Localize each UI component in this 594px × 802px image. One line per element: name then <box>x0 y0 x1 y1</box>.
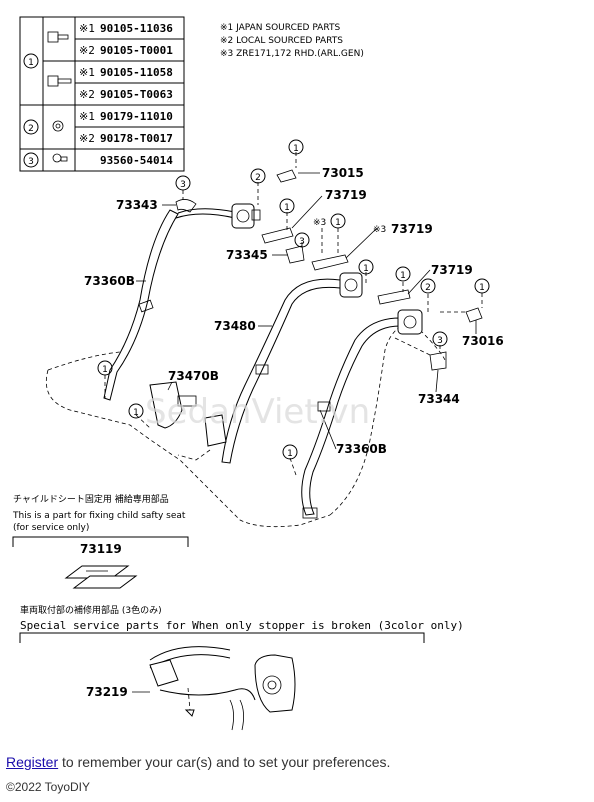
copyright: ©2022 ToyoDIY <box>6 780 91 794</box>
part-number-5: 90179-11010 <box>100 110 173 123</box>
watermark: SedanViet.vn <box>145 392 370 432</box>
stopper-note: 車両取付部の補修用部品 (3色のみ) Special service parts… <box>19 604 464 731</box>
child-seat-anchor-73119 <box>64 565 138 589</box>
callout-note-3: ※3 <box>313 218 326 228</box>
callout-73015: 73015 <box>322 166 364 180</box>
group-marker-1: 1 <box>28 58 34 68</box>
legend-line-1: ※1 JAPAN SOURCED PARTS <box>220 23 340 33</box>
variant-3: ※1 <box>79 66 95 79</box>
callout-73480: 73480 <box>214 319 256 333</box>
group-marker-2: 2 <box>28 124 34 134</box>
callout-73719-b: 73719 <box>391 222 433 236</box>
leader-lines <box>104 152 483 476</box>
part-number-1: 90105-11036 <box>100 22 173 35</box>
footer-message-text: to remember your car(s) and to set your … <box>58 754 391 770</box>
callout-73360b-left: 73360B <box>84 274 135 288</box>
cover-73343 <box>175 199 197 213</box>
part-number-4: 90105-T0063 <box>100 88 173 101</box>
stopper-note-jp: 車両取付部の補修用部品 (3色のみ) <box>20 604 162 616</box>
variant-5: ※1 <box>79 110 95 123</box>
retractor-center <box>339 272 363 298</box>
marker-1-e: 1 <box>400 271 406 281</box>
bolt-long-icon <box>47 75 72 87</box>
legend: ※1 JAPAN SOURCED PARTS ※2 LOCAL SOURCED … <box>220 23 364 59</box>
marker-3-a: 3 <box>180 180 186 190</box>
left-belt-73360b <box>103 208 236 401</box>
callout-73360b-right: 73360B <box>336 442 387 456</box>
callout-73119: 73119 <box>80 542 122 556</box>
buckle-73470b <box>149 381 227 447</box>
stopper-73219 <box>149 646 296 731</box>
variant-4: ※2 <box>79 88 95 101</box>
callout-73345: 73345 <box>226 248 268 262</box>
marker-1-f: 1 <box>479 283 485 293</box>
seat-belt-parts-diagram: 1 2 3 ※1 90105-11036 ※2 90105-T0001 ※1 9… <box>12 16 504 731</box>
marker-2-b: 2 <box>425 283 431 293</box>
part-number-2: 90105-T0001 <box>100 44 173 57</box>
stopper-note-en: Special service parts for When only stop… <box>20 619 464 632</box>
marker-1-g: 1 <box>102 365 108 375</box>
bezel-73719c <box>377 289 411 305</box>
marker-1-a: 1 <box>293 144 299 154</box>
marker-1-b: 1 <box>284 203 290 213</box>
variant-2: ※2 <box>79 44 95 57</box>
variant-1: ※1 <box>79 22 95 35</box>
parts-table: 1 2 3 ※1 90105-11036 ※2 90105-T0001 ※1 9… <box>19 16 185 172</box>
retractor-right <box>397 309 423 335</box>
callout-73719-c: 73719 <box>431 263 473 277</box>
marker-1-d: 1 <box>363 264 369 274</box>
bezel-73719a <box>261 227 294 244</box>
variant-6: ※2 <box>79 132 95 145</box>
washer-icon <box>52 153 68 163</box>
callout-73219: 73219 <box>86 685 128 699</box>
retractor-left <box>231 203 261 229</box>
marker-1-i: 1 <box>287 449 293 459</box>
marker-1-h: 1 <box>133 408 139 418</box>
register-link[interactable]: Register <box>6 754 59 770</box>
group-marker-3: 3 <box>28 157 34 167</box>
legend-line-3: ※3 ZRE171,172 RHD.(ARL.GEN) <box>220 49 364 59</box>
child-seat-note-en-1: This is a part for fixing child safty se… <box>12 511 186 521</box>
callout-markers: 3 2 1 1 3 1 1 1 2 1 3 1 1 1 <box>97 139 490 460</box>
marker-3-c: 3 <box>437 336 443 346</box>
center-belt-73480 <box>221 278 341 464</box>
bracket-73016 <box>465 307 483 323</box>
footer-message: Register to remember your car(s) and to … <box>6 754 586 770</box>
right-belt-73360b <box>301 317 401 519</box>
callout-73344: 73344 <box>418 392 460 406</box>
legend-line-2: ※2 LOCAL SOURCED PARTS <box>220 36 343 46</box>
callout-73719-a: 73719 <box>325 188 367 202</box>
part-number-3: 90105-11058 <box>100 66 173 79</box>
callout-73016: 73016 <box>462 334 504 348</box>
bolt-icon <box>47 31 69 43</box>
cover-73345 <box>285 245 305 264</box>
seat-outline <box>45 319 446 528</box>
child-seat-note: チャイルドシート固定用 補給専用部品 This is a part for fi… <box>12 493 189 589</box>
part-number-6: 90178-T0017 <box>100 132 173 145</box>
callout-73470b: 73470B <box>168 369 219 383</box>
child-seat-note-jp: チャイルドシート固定用 補給専用部品 <box>13 493 169 505</box>
marker-3-b: 3 <box>299 237 305 247</box>
marker-1-c: 1 <box>335 218 341 228</box>
callout-73343: 73343 <box>116 198 158 212</box>
child-seat-note-en-2: (for service only) <box>13 523 89 533</box>
cover-73344 <box>429 351 447 371</box>
nut-icon <box>52 120 64 132</box>
callout-73719-b-prefix: ※3 <box>373 225 386 235</box>
part-callouts: 73015 73719 73343 ※3 ※3 73719 73345 7371… <box>84 166 504 456</box>
marker-2-a: 2 <box>255 173 261 183</box>
bezel-73719b <box>311 254 349 271</box>
bezel-73015 <box>276 169 297 183</box>
part-number-7: 93560-54014 <box>100 154 173 167</box>
